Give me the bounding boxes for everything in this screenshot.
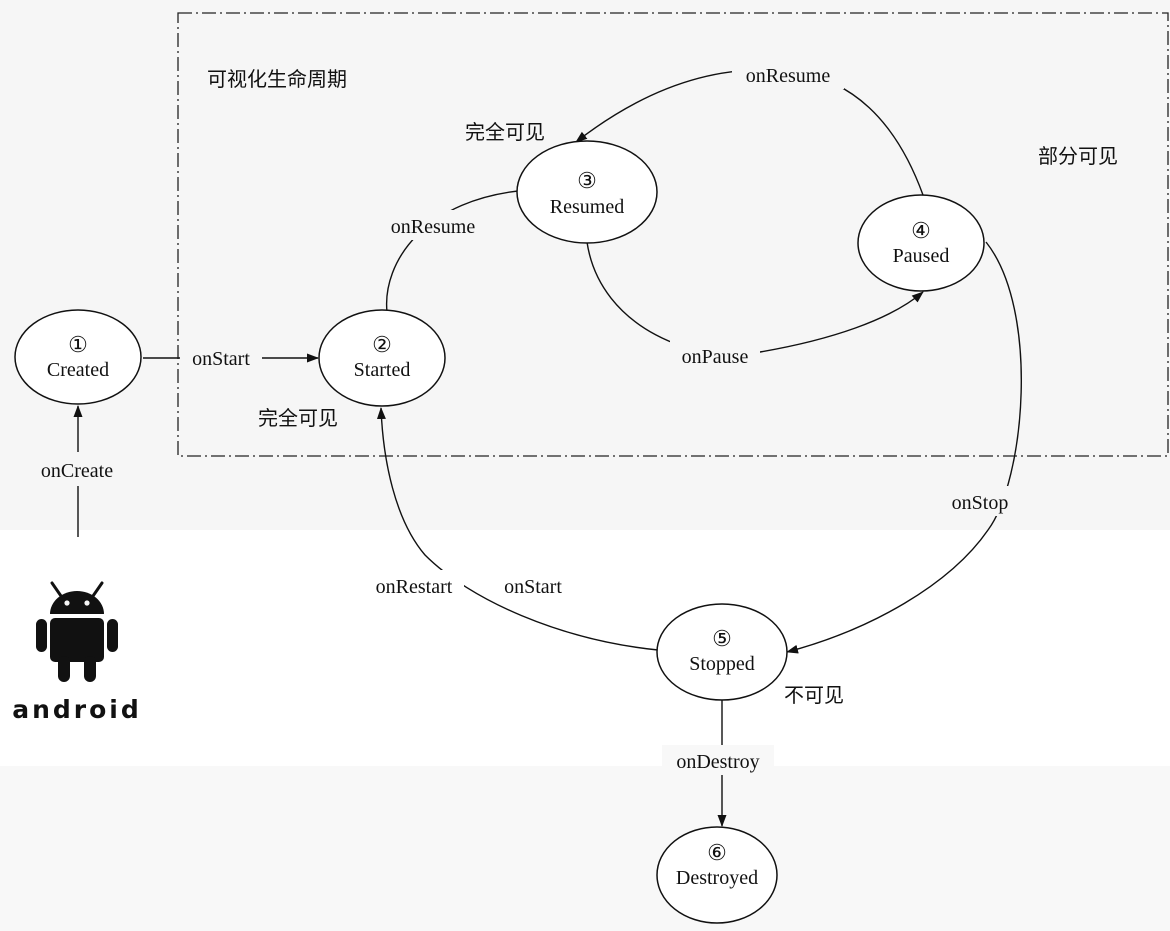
state-name: Destroyed bbox=[676, 867, 758, 889]
edge-started-to-resumed bbox=[385, 186, 529, 313]
state-number: ① bbox=[68, 332, 88, 357]
edge-label-onstart-return: onStart bbox=[504, 576, 562, 598]
edge-onrestart bbox=[376, 407, 659, 651]
edge-label-onstart: onStart bbox=[192, 348, 250, 370]
state-name: Started bbox=[354, 359, 411, 381]
edge-label-onstop: onStop bbox=[952, 492, 1009, 514]
state-paused: ④ Paused bbox=[857, 194, 985, 292]
background-band-middle bbox=[0, 530, 1170, 766]
visibility-label-resumed: 完全可见 bbox=[465, 120, 545, 144]
state-name: Stopped bbox=[689, 653, 755, 675]
label-bg bbox=[377, 210, 489, 240]
edge-label-ondestroy: onDestroy bbox=[676, 751, 759, 773]
label-bg bbox=[22, 452, 136, 486]
label-bg bbox=[940, 486, 1020, 516]
edge-label-onresume-2: onResume bbox=[746, 65, 831, 87]
label-bg bbox=[670, 340, 760, 370]
state-number: ⑤ bbox=[712, 626, 732, 651]
visibility-label-started: 完全可见 bbox=[258, 406, 338, 430]
label-bg bbox=[364, 570, 464, 600]
visibility-label-paused: 部分可见 bbox=[1038, 144, 1118, 168]
state-started: ② Started bbox=[318, 309, 446, 407]
state-number: ⑥ bbox=[707, 840, 727, 865]
state-name: Created bbox=[47, 359, 109, 381]
state-created: ① Created bbox=[14, 309, 142, 405]
region-title: 可视化生命周期 bbox=[207, 67, 347, 91]
state-name: Resumed bbox=[550, 196, 624, 218]
state-number: ② bbox=[372, 332, 392, 357]
background-band-bottom bbox=[0, 766, 1170, 931]
state-stopped: ⑤ Stopped bbox=[656, 603, 788, 701]
state-name: Paused bbox=[893, 245, 950, 267]
label-bg bbox=[732, 59, 844, 89]
android-robot-icon bbox=[36, 581, 118, 682]
state-number: ④ bbox=[911, 218, 931, 243]
edge-label-onrestart: onRestart bbox=[376, 576, 453, 598]
state-resumed: ③ Resumed bbox=[516, 140, 658, 244]
edge-label-onpause: onPause bbox=[682, 346, 749, 368]
visible-lifetime-region bbox=[177, 12, 1169, 457]
edge-label-oncreate: onCreate bbox=[41, 460, 113, 482]
label-bg bbox=[494, 570, 574, 600]
label-bg bbox=[180, 342, 262, 372]
state-number: ③ bbox=[577, 168, 597, 193]
state-destroyed: ⑥ Destroyed bbox=[656, 826, 778, 924]
label-bg bbox=[662, 745, 774, 775]
visibility-label-stopped: 不可见 bbox=[784, 683, 844, 707]
edge-label-onresume-1: onResume bbox=[391, 216, 476, 238]
edge-onstop bbox=[786, 241, 1022, 654]
android-wordmark: android bbox=[12, 695, 142, 724]
